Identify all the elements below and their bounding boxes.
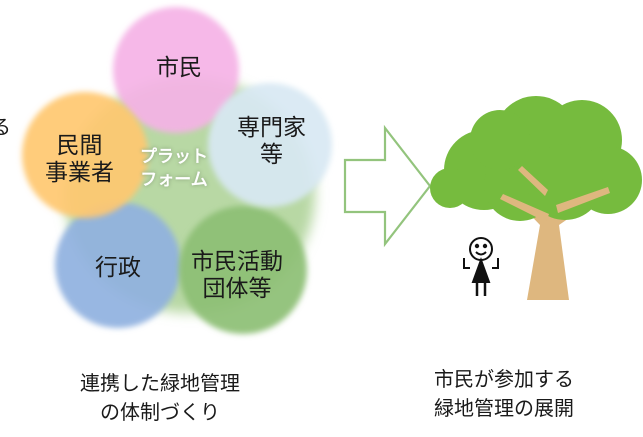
circle-private-businesses xyxy=(22,92,148,218)
caption-left: 連携した緑地管理 の体制づくり xyxy=(80,371,240,424)
tree-icon xyxy=(430,96,642,300)
label-platform: プラット フォーム xyxy=(140,147,208,190)
cut-off-character: る xyxy=(0,115,11,139)
circle-experts xyxy=(208,83,332,207)
arrow-right-icon xyxy=(343,124,432,248)
label-citizens: 市民 xyxy=(156,55,202,81)
label-government: 行政 xyxy=(95,255,141,281)
tree-canopy xyxy=(430,96,642,221)
circle-citizens xyxy=(113,7,239,133)
label-civic-groups: 市民活動 団体等 xyxy=(191,249,283,303)
tree-branches xyxy=(500,166,610,222)
label-private-businesses: 民間 事業者 xyxy=(45,133,114,187)
circle-government xyxy=(55,202,181,328)
caption-right: 市民が参加する 緑地管理の展開 xyxy=(434,367,574,420)
tree-trunk xyxy=(516,160,595,300)
circle-civic-groups xyxy=(179,206,307,334)
label-experts: 専門家 等 xyxy=(237,115,306,169)
stick-figure-icon xyxy=(463,237,499,296)
